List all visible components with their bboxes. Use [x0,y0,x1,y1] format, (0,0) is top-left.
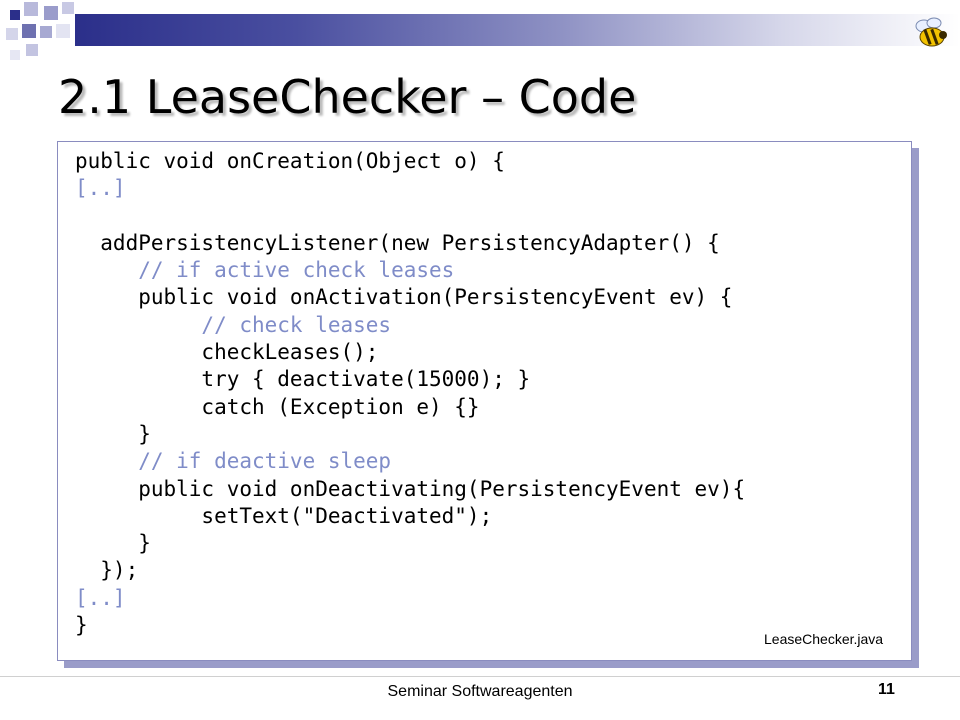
code-line: addPersistencyListener(new PersistencyAd… [75,230,720,255]
code-line: } [75,531,151,556]
code-line: catch (Exception e) {} [75,394,480,419]
corner-square [40,26,52,38]
code-line: try { deactivate(15000); } [75,367,531,392]
code-box [57,141,912,661]
corner-square [10,10,20,20]
corner-square [44,6,58,20]
slide-title: 2.1 LeaseChecker – Code [58,70,637,124]
code-line: }); [75,558,139,583]
code-line: public void onCreation(Object o) { [75,149,505,173]
code-line: checkLeases(); [75,340,379,365]
code-line [75,203,745,230]
code-line: public void onActivation(PersistencyEven… [75,285,733,310]
bee-icon [915,17,947,47]
footer-text: Seminar Softwareagenten [387,683,573,700]
corner-square [62,2,74,14]
corner-square [26,44,38,56]
code-line: public void onDeactivating(PersistencyEv… [75,476,746,501]
footer-divider [0,676,960,677]
header-gradient-bar [75,14,960,46]
corner-square [24,2,38,16]
code-line: // if deactive sleep [75,449,392,474]
page-number: 11 [878,681,895,698]
code-line: } [75,421,151,446]
code-line: [..] [75,176,126,201]
corner-square [10,50,20,60]
code-line: setText("Deactivated"); [75,503,493,528]
corner-square [22,24,36,38]
code-line: // check leases [75,312,392,337]
code-listing: public void onCreation(Object o) { [..] a… [75,148,745,639]
corner-square [6,28,18,40]
corner-square [56,24,70,38]
code-line: } [75,613,88,638]
code-line: // if active check leases [75,258,455,283]
file-label: LeaseChecker.java [764,631,884,647]
code-line: [..] [75,585,126,610]
